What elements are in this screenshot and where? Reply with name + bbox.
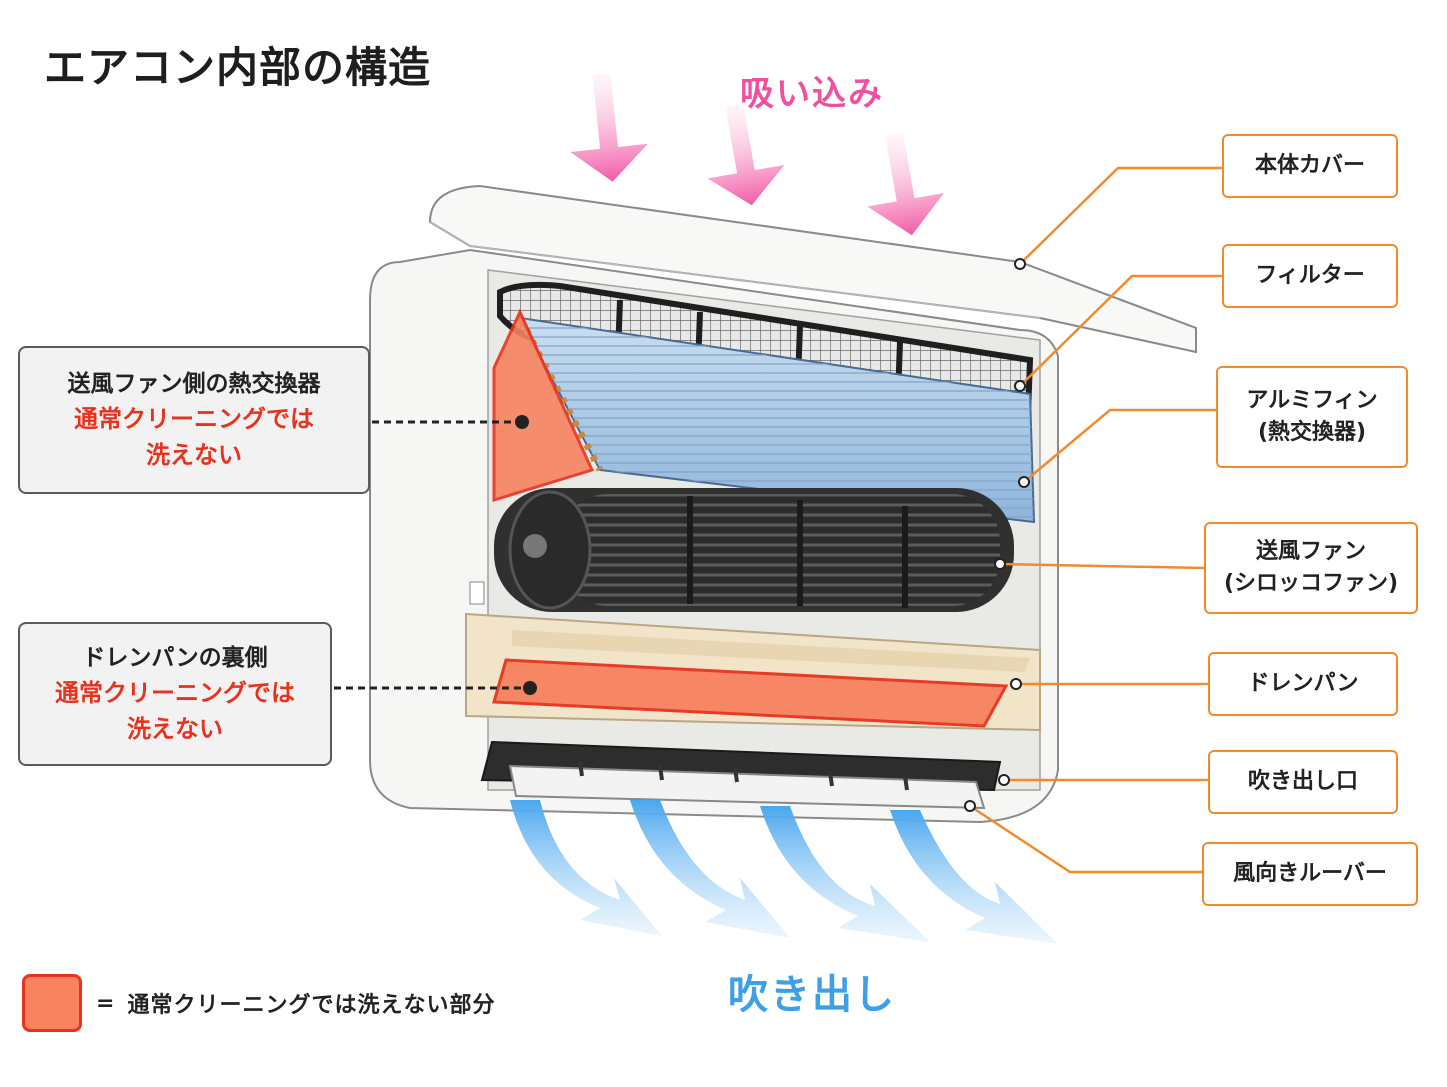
callout-leaders (334, 420, 530, 690)
diagram-title: エアコン内部の構造 (44, 43, 432, 92)
label-heat-exchanger-sub: (熱交換器) (1257, 420, 1367, 445)
outlet-arrow (760, 806, 930, 942)
label-louver: 風向きルーバー (1202, 842, 1418, 906)
callout-note-line2: 洗えない (146, 441, 242, 470)
label-heat-exchanger: アルミフィン (熱交換器) (1216, 366, 1408, 468)
label-drain-pan: ドレンパン (1208, 652, 1398, 716)
front-cover (428, 184, 1197, 354)
leader-louver (969, 804, 1202, 874)
intake-arrow (570, 73, 648, 182)
intake-arrow (867, 133, 945, 236)
label-body-cover-text: 本体カバー (1254, 153, 1365, 179)
intake-arrow (707, 103, 785, 206)
label-blower-fan-text: 送風ファン (1255, 539, 1366, 565)
callout-fan-side-exchanger: 送風ファン側の熱交換器 通常クリーニングでは 洗えない (18, 346, 370, 494)
label-blower-fan-sub: (シロッコファン) (1223, 571, 1399, 596)
callout-title: ドレンパンの裏側 (82, 644, 268, 671)
label-outlet: 吹き出し口 (1208, 750, 1398, 814)
leader-dots (964, 258, 1030, 812)
intake-label: 吸い込み (740, 74, 884, 114)
leader-heat-exchanger (1023, 408, 1216, 483)
callout-note-line2: 洗えない (127, 715, 223, 744)
leader-lines (969, 166, 1222, 874)
leader-body-cover (1019, 166, 1222, 265)
callout-title: 送風ファン側の熱交換器 (67, 370, 321, 397)
outlet-airflow-label: 吹き出し (728, 972, 896, 1018)
intake-arrows (570, 73, 945, 236)
outlet-arrow (510, 800, 662, 936)
legend-symbol: = (96, 990, 116, 1016)
label-heat-exchanger-text: アルミフィン (1246, 388, 1378, 414)
callout-note-line1: 通常クリーニングでは (55, 679, 295, 708)
blower-fan (494, 488, 1014, 612)
label-filter: フィルター (1222, 244, 1398, 308)
outlet (480, 740, 1002, 810)
label-body-cover: 本体カバー (1222, 134, 1398, 198)
fan-side-exchanger-highlight (492, 308, 595, 503)
label-drain-pan-text: ドレンパン (1247, 671, 1359, 697)
legend: = 通常クリーニングでは洗えない部分 (22, 974, 495, 1032)
outlet-arrow (890, 810, 1058, 944)
callout-leader-dots (515, 415, 537, 695)
outlet-arrow (630, 800, 790, 938)
label-outlet-text: 吹き出し口 (1247, 769, 1358, 795)
legend-swatch (22, 974, 82, 1032)
legend-text: 通常クリーニングでは洗えない部分 (127, 993, 496, 1018)
label-blower-fan: 送風ファン (シロッコファン) (1204, 522, 1418, 614)
label-louver-text: 風向きルーバー (1233, 861, 1387, 887)
label-filter-text: フィルター (1255, 263, 1365, 289)
leader-filter (1019, 274, 1222, 387)
callout-drain-pan-back: ドレンパンの裏側 通常クリーニングでは 洗えない (18, 622, 332, 766)
callout-note-line1: 通常クリーニングでは (74, 405, 314, 434)
leader-blower-fan (999, 562, 1205, 570)
outlet-arrows (510, 800, 1058, 944)
drain-pan-highlight (492, 658, 1009, 728)
